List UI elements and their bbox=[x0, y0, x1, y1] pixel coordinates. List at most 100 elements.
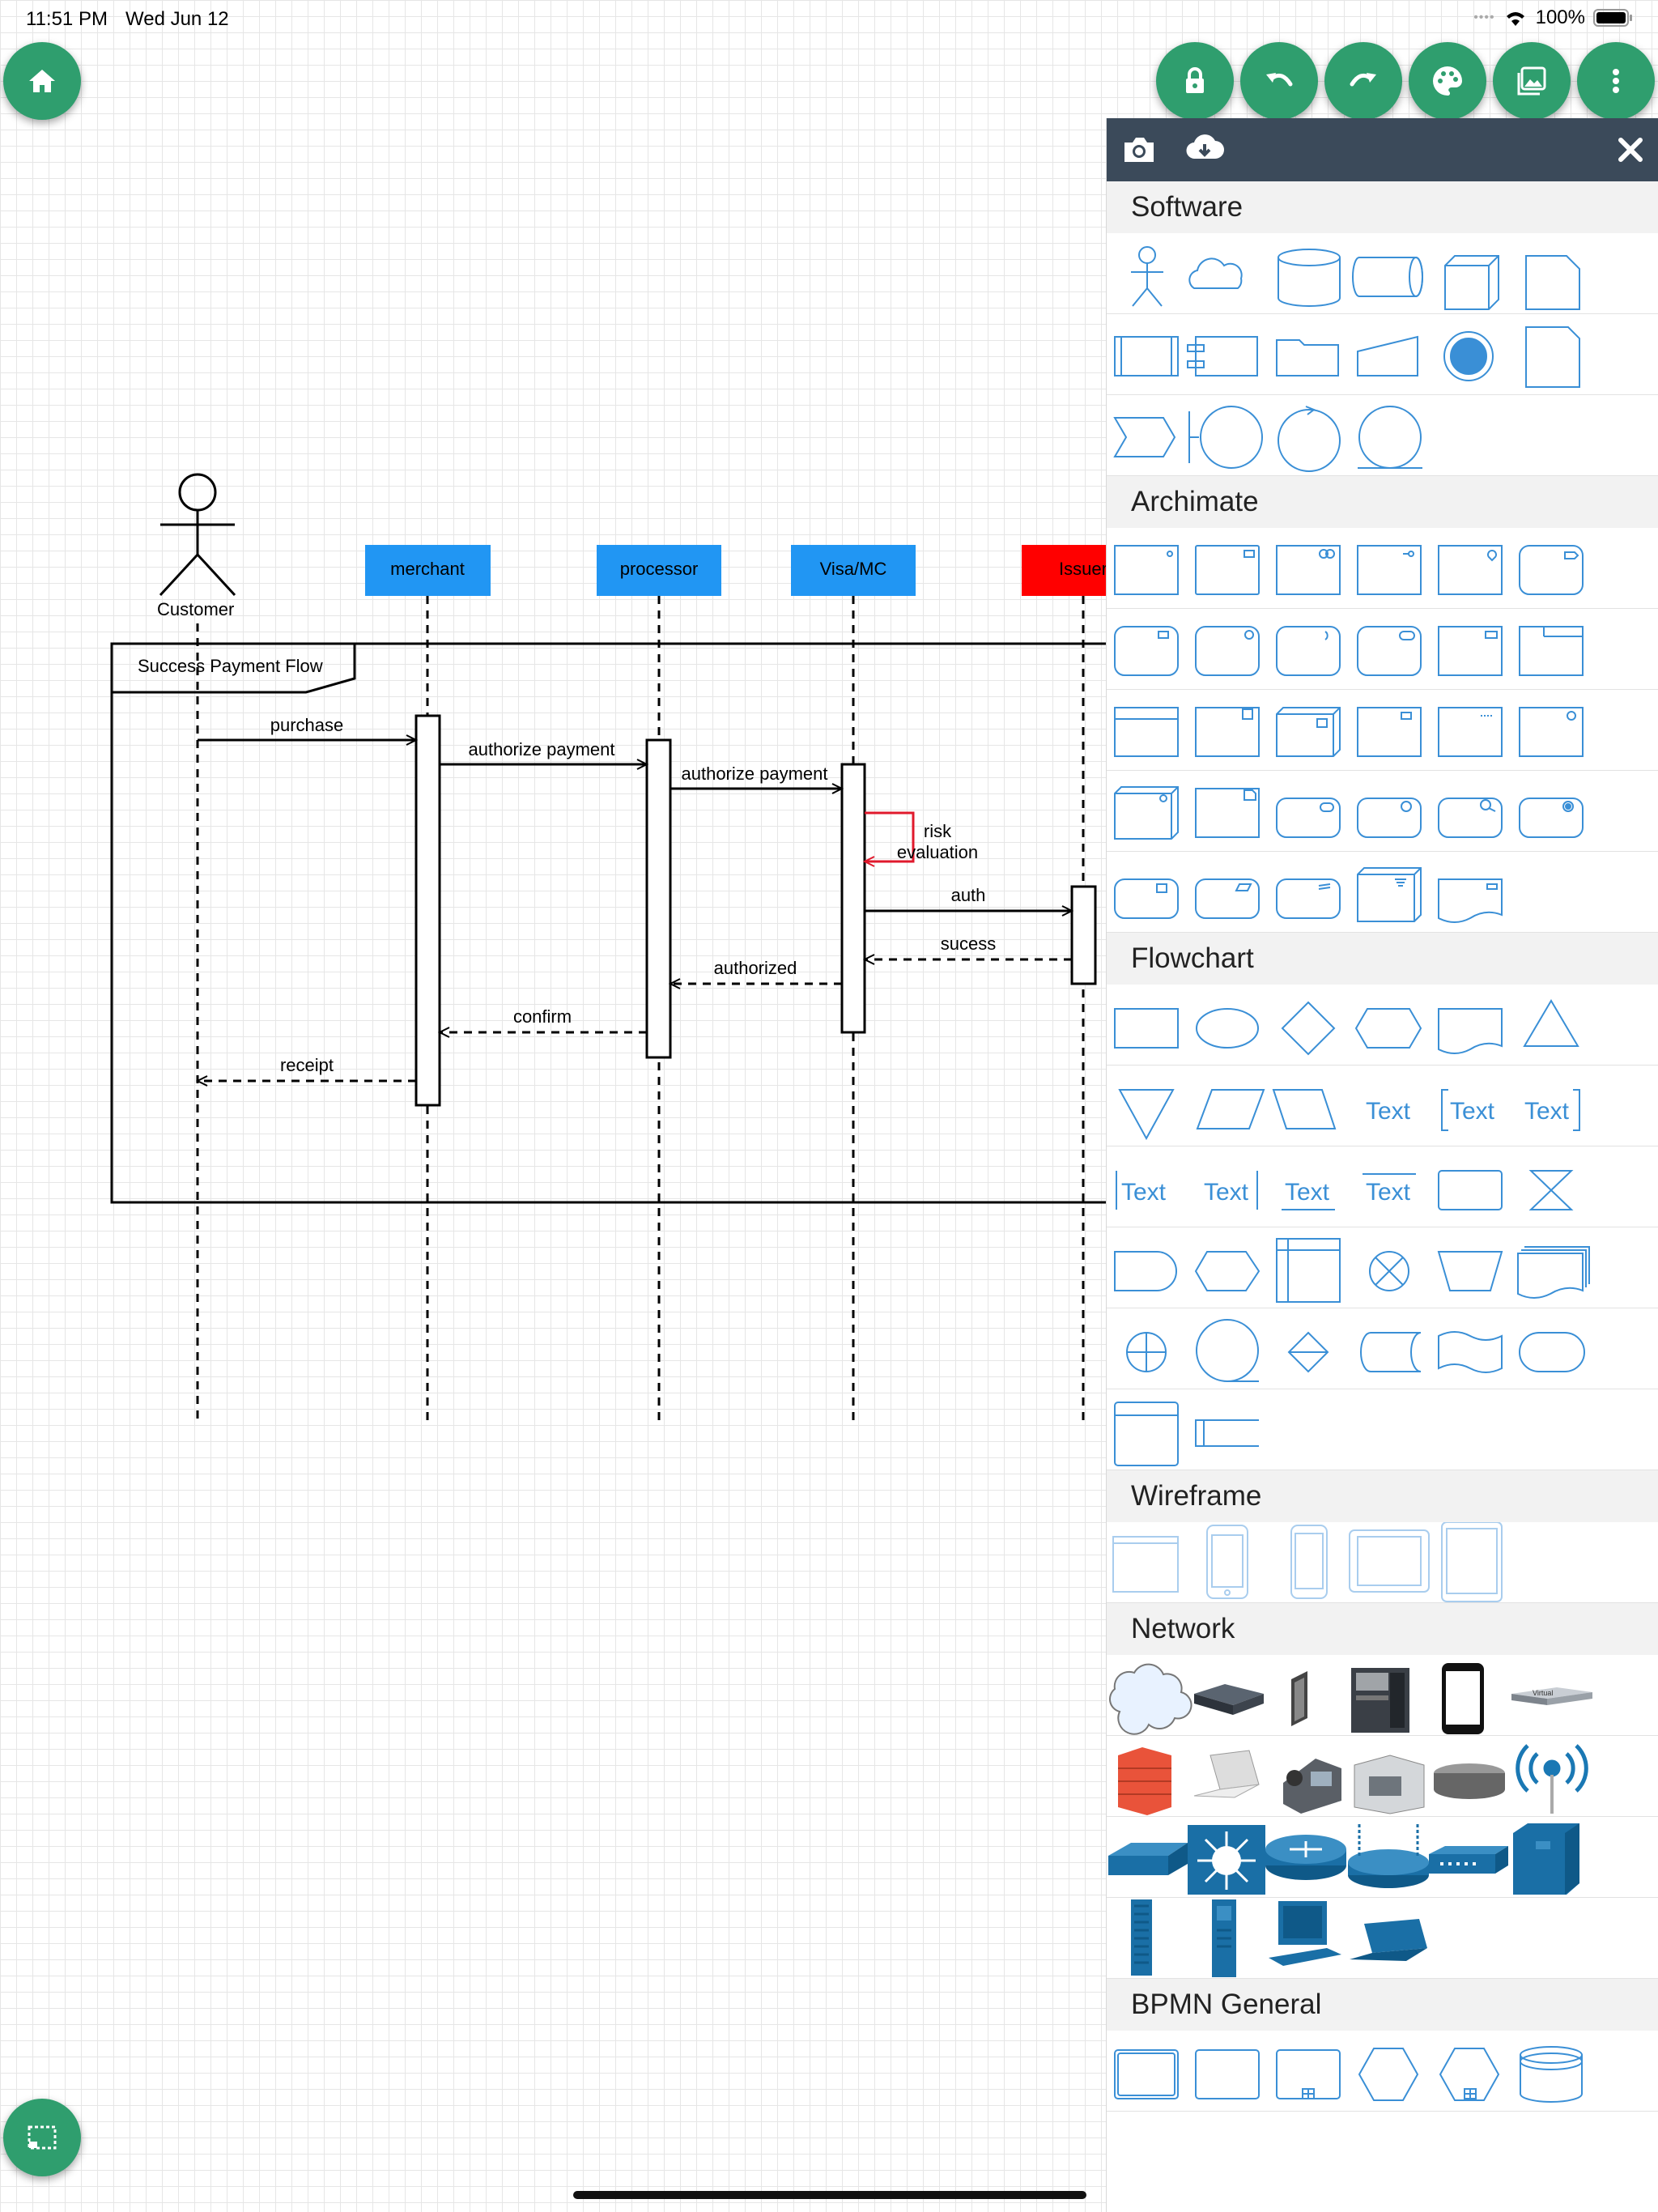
shape-deliverable[interactable] bbox=[1438, 878, 1503, 923]
shape-parallelogram[interactable] bbox=[1196, 1089, 1265, 1129]
shape-business-actor[interactable] bbox=[1114, 545, 1179, 595]
activation-merchant[interactable] bbox=[414, 714, 441, 1107]
network-storage-array-icon[interactable] bbox=[1434, 1763, 1505, 1799]
shape-component[interactable] bbox=[1187, 336, 1258, 376]
shape-node[interactable] bbox=[1114, 786, 1179, 840]
shape-application-component[interactable] bbox=[1276, 707, 1341, 757]
close-icon[interactable] bbox=[1617, 136, 1644, 164]
bpmn-conversation[interactable] bbox=[1358, 2048, 1419, 2101]
shape-tape[interactable] bbox=[1438, 1331, 1503, 1373]
participant-issuer[interactable] bbox=[1022, 545, 1106, 596]
shape-library-panel[interactable]: Software Archimate bbox=[1106, 118, 1658, 2212]
shape-manual-input[interactable] bbox=[1357, 335, 1418, 376]
shape-cylinder-horizontal[interactable] bbox=[1352, 257, 1423, 297]
shape-technology-service[interactable] bbox=[1357, 798, 1422, 838]
shape-rectangle[interactable] bbox=[1114, 1008, 1179, 1049]
network-wireless-router-icon[interactable] bbox=[1348, 1823, 1429, 1888]
shape-application-function[interactable] bbox=[1519, 707, 1584, 757]
bpmn-subprocess[interactable] bbox=[1195, 2049, 1260, 2099]
activation-visa-mc[interactable] bbox=[840, 763, 866, 1034]
network-smartphone-icon[interactable] bbox=[1442, 1663, 1484, 1734]
bpmn-data-store[interactable] bbox=[1520, 2046, 1583, 2103]
shape-product[interactable] bbox=[1195, 707, 1260, 757]
network-laptop-blue-icon[interactable] bbox=[1350, 1919, 1427, 1961]
shape-device[interactable] bbox=[1195, 788, 1260, 838]
network-switch-icon[interactable] bbox=[1108, 1843, 1188, 1875]
shape-interface-circle[interactable] bbox=[1188, 406, 1263, 469]
redo-button[interactable] bbox=[1324, 42, 1402, 120]
shape-rounded-rectangle[interactable] bbox=[1438, 1170, 1503, 1210]
shape-step-arrow[interactable] bbox=[1113, 417, 1176, 457]
shape-artifact[interactable] bbox=[1519, 798, 1584, 838]
network-server-cabinet-icon[interactable] bbox=[1513, 1823, 1579, 1895]
shape-multi-document[interactable] bbox=[1517, 1246, 1590, 1299]
palette-button[interactable] bbox=[1409, 42, 1486, 120]
shape-cube[interactable] bbox=[1444, 255, 1499, 310]
network-laptop-icon[interactable] bbox=[1193, 1750, 1260, 1798]
shape-internal-storage[interactable] bbox=[1276, 1238, 1341, 1303]
shape-document[interactable] bbox=[1525, 255, 1580, 310]
wireframe-iphone[interactable] bbox=[1206, 1525, 1248, 1599]
bpmn-collapsed-subprocess[interactable] bbox=[1276, 2049, 1341, 2099]
combined-fragment-frame[interactable] bbox=[110, 642, 1106, 1204]
self-call-risk-evaluation-arrow[interactable] bbox=[865, 811, 915, 861]
shape-application-collaboration[interactable] bbox=[1357, 707, 1422, 757]
shape-diamond[interactable] bbox=[1281, 1001, 1336, 1056]
shape-actor[interactable] bbox=[1131, 246, 1163, 307]
lock-button[interactable] bbox=[1156, 42, 1234, 120]
network-firewall-icon[interactable] bbox=[1118, 1747, 1171, 1815]
network-cloud-icon[interactable] bbox=[1109, 1663, 1192, 1735]
shape-card[interactable] bbox=[1114, 1402, 1179, 1466]
shape-business-collaboration[interactable] bbox=[1276, 545, 1341, 595]
shape-business-role[interactable] bbox=[1195, 545, 1260, 595]
shape-infrastructure-interface[interactable] bbox=[1114, 878, 1179, 919]
network-layer3-switch-icon[interactable] bbox=[1188, 1825, 1265, 1895]
camera-icon[interactable] bbox=[1121, 133, 1157, 165]
network-rack-server-icon[interactable] bbox=[1194, 1684, 1264, 1715]
wireframe-browser-window[interactable] bbox=[1112, 1536, 1179, 1593]
network-router-icon[interactable] bbox=[1265, 1835, 1346, 1880]
shape-entity-circle[interactable] bbox=[1358, 406, 1422, 469]
section-title-network[interactable]: Network bbox=[1107, 1603, 1658, 1655]
network-workstation-icon[interactable] bbox=[1269, 1901, 1341, 1966]
network-mainframe-icon[interactable] bbox=[1131, 1899, 1152, 1976]
shape-hexagon[interactable] bbox=[1354, 1008, 1422, 1049]
activation-issuer[interactable] bbox=[1070, 885, 1097, 985]
network-ip-phone-icon[interactable] bbox=[1283, 1759, 1341, 1814]
section-title-software[interactable]: Software bbox=[1107, 181, 1658, 233]
activation-processor[interactable] bbox=[645, 738, 672, 1059]
network-blade-server-icon[interactable] bbox=[1291, 1671, 1307, 1726]
fit-screen-button[interactable] bbox=[3, 2099, 81, 2176]
shape-triangle[interactable] bbox=[1523, 999, 1579, 1047]
network-hub-icon[interactable] bbox=[1429, 1846, 1508, 1874]
shape-note[interactable] bbox=[1525, 326, 1580, 388]
shape-annotation[interactable] bbox=[1195, 1419, 1259, 1447]
shape-business-service[interactable] bbox=[1357, 626, 1422, 676]
shape-collate[interactable] bbox=[1528, 1170, 1574, 1210]
shape-text-bracket-left[interactable]: Text bbox=[1441, 1089, 1495, 1131]
section-title-flowchart[interactable]: Flowchart bbox=[1107, 933, 1658, 985]
shape-trapezoid[interactable] bbox=[1272, 1089, 1337, 1129]
wireframe-tablet-landscape[interactable] bbox=[1349, 1529, 1430, 1593]
network-desktop-tower-icon[interactable] bbox=[1351, 1668, 1409, 1733]
shape-business-function[interactable] bbox=[1195, 626, 1260, 676]
shape-text-underline[interactable]: Text bbox=[1282, 1179, 1335, 1210]
network-server-tower-icon[interactable] bbox=[1212, 1899, 1236, 1977]
shape-stored-data[interactable] bbox=[1360, 1332, 1422, 1372]
shape-application-service[interactable] bbox=[1276, 798, 1341, 838]
shape-infrastructure-function[interactable] bbox=[1195, 878, 1260, 919]
shape-database[interactable] bbox=[1278, 249, 1341, 307]
shape-communication-path[interactable] bbox=[1276, 878, 1341, 919]
shape-flow-document[interactable] bbox=[1438, 1008, 1503, 1054]
bpmn-task[interactable] bbox=[1114, 2049, 1179, 2099]
section-title-wireframe[interactable]: Wireframe bbox=[1107, 1470, 1658, 1522]
shape-ellipse[interactable] bbox=[1196, 1008, 1259, 1049]
wireframe-smartphone[interactable] bbox=[1290, 1525, 1328, 1599]
participant-merchant[interactable] bbox=[365, 545, 491, 596]
sequence-diagram[interactable]: Customer merchant processor Visa/MC Issu… bbox=[0, 0, 1106, 1457]
shape-application-interface[interactable] bbox=[1438, 707, 1503, 757]
shape-manual-operation[interactable] bbox=[1437, 1251, 1503, 1291]
shape-terminator[interactable] bbox=[1519, 1332, 1585, 1372]
shape-network[interactable] bbox=[1357, 867, 1422, 922]
home-button[interactable] bbox=[3, 42, 81, 120]
